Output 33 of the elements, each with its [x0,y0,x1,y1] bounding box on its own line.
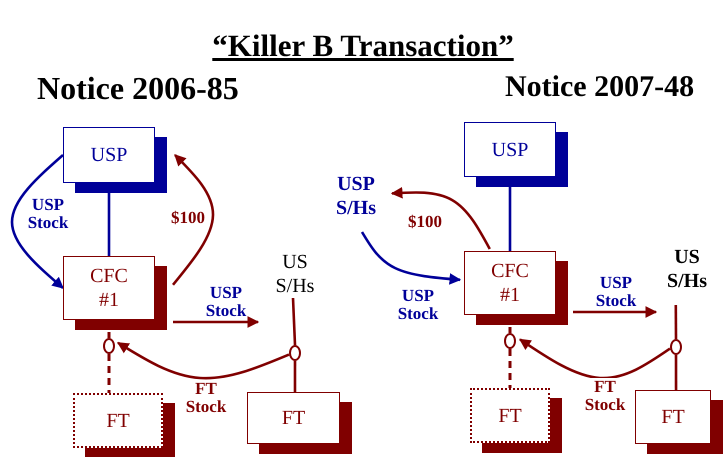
transfer-arrow [360,231,462,285]
junction-circle [504,333,516,349]
box-label: FT [497,404,523,428]
ownership-line [674,305,678,339]
edge-label: $100 [408,213,442,231]
ownership-line [674,355,678,390]
junction-circle [103,338,115,354]
transfer-arrow [519,338,671,380]
title: “Killer B Transaction” [211,28,515,64]
transfer-arrow [573,306,658,318]
box-label: USP [490,138,530,162]
ownership-line [292,298,296,346]
dashed-ownership-line [108,354,110,393]
box-label: CFC #1 [490,259,530,307]
junction-circle [670,339,682,355]
ownership-line [294,361,296,392]
shareholder-label: US S/Hs [268,250,322,298]
shareholder-label: USP S/Hs [326,170,386,222]
junction-circle [289,345,301,361]
shareholder-label: US S/Hs [652,243,722,295]
box-label: FT [660,405,686,429]
edge-label: $100 [171,209,205,227]
transfer-arrow [10,154,64,289]
box-label: USP [90,143,128,167]
box-label: FT [105,408,131,432]
transfer-arrow [117,342,290,380]
section-heading: Notice 2006-85 [37,70,239,107]
box-label: FT [280,406,306,430]
dashed-ownership-line [508,349,512,388]
box-label: CFC #1 [89,264,129,312]
transfer-arrow [172,154,214,286]
transfer-arrow [390,186,491,250]
section-heading: Notice 2007-48 [505,70,694,104]
